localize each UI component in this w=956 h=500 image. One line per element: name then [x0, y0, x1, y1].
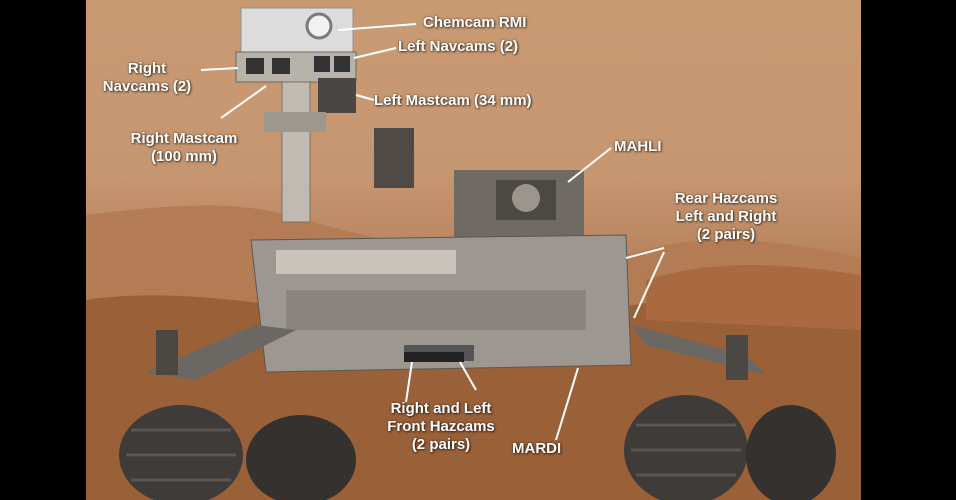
right-mastcam-label-line1: Right Mastcam	[130, 130, 238, 147]
suspension-left	[146, 325, 296, 380]
leader-mahli	[567, 147, 612, 183]
front-hazcams-label-line3: (2 pairs)	[411, 436, 471, 453]
leader-rear-hazcams	[625, 247, 665, 259]
left-navcams-label: Left Navcams (2)	[398, 38, 519, 55]
front-hazcam	[404, 352, 464, 362]
chemcam-lens	[305, 12, 333, 40]
leader-mardi	[555, 367, 579, 441]
rear-hazcams-label-line2: Left and Right	[675, 208, 777, 225]
rear-hazcams-label-line1: Rear Hazcams	[674, 190, 778, 207]
mast-pole	[281, 81, 311, 223]
leader-left-mastcam	[355, 94, 375, 101]
rover-diagram: Chemcam RMI Left Navcams (2) Right Navca…	[86, 0, 861, 500]
right-mastcam-label-line2: (100 mm)	[151, 148, 217, 165]
rear-hazcams-label: Rear Hazcams Left and Right (2 pairs)	[656, 190, 796, 244]
right-mastcam-label: Right Mastcam (100 mm)	[114, 130, 254, 166]
front-hazcams-label-line1: Right and Left	[390, 400, 492, 417]
wheel-mid-right	[746, 405, 836, 500]
right-navcams-label-line1: Right	[127, 60, 167, 77]
front-hazcams-label-line2: Front Hazcams	[387, 418, 495, 435]
rover-illustration	[86, 7, 861, 500]
remote-sensing-mast-head	[240, 7, 354, 54]
left-mastcam-label: Left Mastcam (34 mm)	[374, 92, 532, 109]
mardi-label: MARDI	[512, 440, 562, 457]
right-navcams-label: Right Navcams (2)	[102, 60, 192, 96]
leader-rear-hazcams-2	[633, 251, 665, 319]
right-navcams-label-line2: Navcams (2)	[102, 78, 192, 95]
mahli-label: MAHLI	[614, 138, 662, 155]
leader-right-mastcam	[220, 85, 267, 119]
antenna	[374, 128, 414, 188]
front-hazcams-label: Right and Left Front Hazcams (2 pairs)	[361, 400, 521, 454]
chemcam-rmi-label: Chemcam RMI	[423, 14, 527, 31]
terrain-right-hill	[646, 264, 861, 330]
rear-hazcams-label-line3: (2 pairs)	[696, 226, 756, 243]
leader-left-navcams	[353, 47, 397, 59]
wheel-mid-left	[246, 415, 356, 500]
leader-chemcam	[337, 23, 417, 31]
leader-front-hazcams-a	[405, 361, 413, 403]
leader-front-hazcams-b	[459, 361, 477, 391]
mastcam-box	[318, 78, 356, 113]
wheel-front-right	[624, 395, 748, 500]
leader-right-navcams	[200, 67, 239, 71]
